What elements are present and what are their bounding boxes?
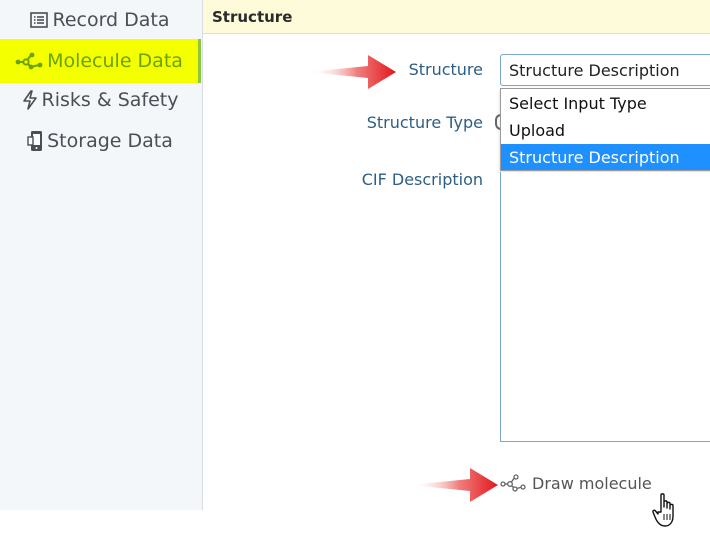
sidebar-item-label: Record Data <box>52 9 170 31</box>
draw-molecule-button[interactable]: Draw molecule <box>500 470 652 496</box>
section-title: Structure <box>212 7 293 26</box>
structure-label: Structure <box>408 60 483 79</box>
cif-description-textarea[interactable] <box>500 172 710 442</box>
sidebar-item-label: Molecule Data <box>47 50 183 72</box>
molecule-icon <box>15 51 43 71</box>
hand-cursor-icon <box>652 493 674 527</box>
section-header: Structure <box>203 0 710 34</box>
cif-description-label: CIF Description <box>361 170 483 189</box>
sidebar-item-storage-data[interactable]: Storage Data <box>0 121 200 161</box>
phone-storage-icon <box>27 130 43 152</box>
molecule-icon <box>500 473 526 493</box>
list-icon <box>30 12 49 28</box>
draw-molecule-label: Draw molecule <box>532 473 652 493</box>
radio-partial[interactable] <box>495 114 501 130</box>
sidebar-item-risks-safety[interactable]: Risks & Safety <box>0 80 200 120</box>
sidebar-item-record-data[interactable]: Record Data <box>0 0 200 40</box>
structure-type-label: Structure Type <box>366 113 483 132</box>
sidebar-item-molecule-data[interactable]: Molecule Data <box>0 39 201 83</box>
dropdown-option-upload[interactable]: Upload <box>509 120 566 140</box>
sidebar-item-label: Storage Data <box>47 130 173 152</box>
structure-select[interactable]: Structure Description <box>500 54 710 86</box>
red-arrow-icon <box>308 55 396 89</box>
sidebar-item-label: Risks & Safety <box>41 89 179 111</box>
lightning-icon <box>22 90 38 110</box>
structure-select-value: Structure Description <box>509 60 680 80</box>
red-arrow-icon <box>410 468 498 502</box>
sidebar: Record Data Molecule Data Risks & Safety… <box>0 0 203 510</box>
dropdown-option-structure-description[interactable]: Structure Description <box>501 144 710 170</box>
structure-dropdown-list: Select Input Type Upload Structure Descr… <box>500 88 710 171</box>
dropdown-option-select-input-type[interactable]: Select Input Type <box>509 93 647 113</box>
